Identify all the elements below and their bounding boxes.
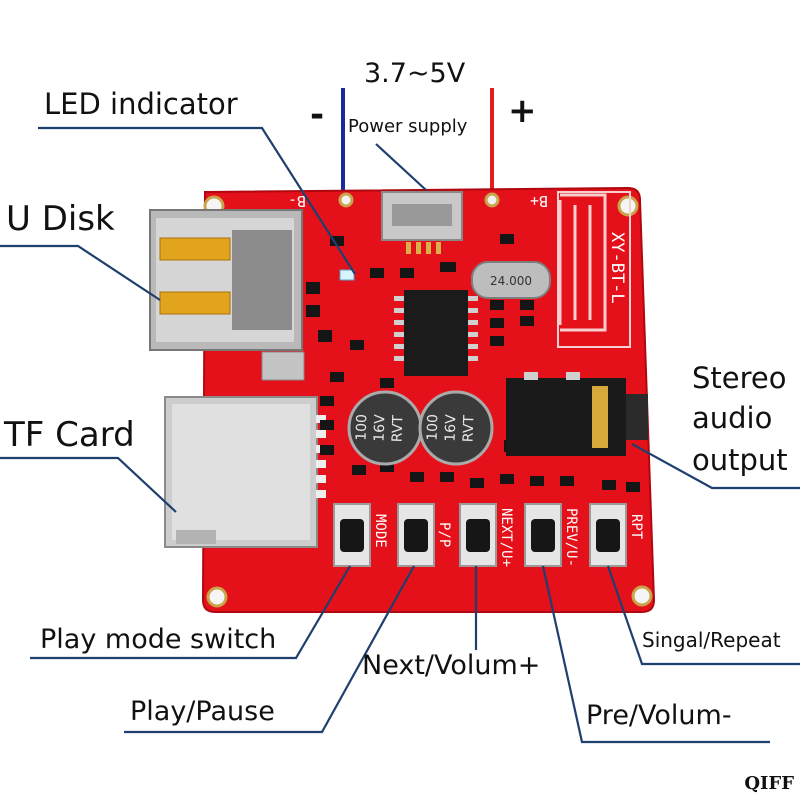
callout-repeat (606, 565, 800, 666)
callout-udisk (0, 244, 161, 301)
cap-left-value: 100 (354, 414, 371, 441)
silk-mode: MODE (372, 514, 388, 548)
button-mode (333, 503, 371, 567)
button-repeat (589, 503, 627, 567)
cap-right-voltage: 16V (443, 414, 460, 442)
callout-mode (30, 565, 351, 660)
main-ic-chip (394, 290, 478, 376)
usb-a-port (149, 209, 305, 381)
plus-sign: + (508, 91, 537, 131)
smd-components (306, 234, 640, 492)
pad-minus-label: B- (288, 192, 306, 210)
model-silkscreen: XY-BT-L (607, 232, 627, 304)
stereo-label-line2: audio (692, 401, 773, 435)
power-supply-label: Power supply (348, 116, 468, 137)
button-prev (524, 503, 562, 567)
play-mode-switch-label: Play mode switch (40, 624, 277, 655)
capacitor-left: 100 16V RVT (347, 390, 423, 466)
stereo-label-line3: output (692, 443, 788, 477)
cap-left-series: RVT (390, 414, 407, 442)
cap-right-series: RVT (461, 414, 478, 442)
silk-repeat: RPT (628, 514, 644, 540)
callout-tfcard (0, 456, 177, 513)
callout-led (38, 126, 356, 275)
micro-usb-port (381, 191, 463, 254)
callout-stereo (631, 443, 800, 490)
cap-left-voltage: 16V (372, 414, 389, 442)
tf-card-label: TF Card (4, 415, 135, 455)
pad-plus (484, 192, 500, 208)
silk-prev: PREV/U- (563, 508, 579, 567)
cap-right-value: 100 (425, 414, 442, 441)
callout-power (375, 143, 427, 191)
callout-play-pause (124, 565, 415, 734)
voltage-label: 3.7~5V (364, 58, 466, 89)
minus-sign: - (310, 95, 325, 135)
led (339, 269, 355, 281)
next-volum-label: Next/Volum+ (362, 650, 541, 681)
singal-repeat-label: Singal/Repeat (642, 628, 781, 652)
watermark: QIFF (744, 773, 794, 794)
pad-plus-label: B+ (530, 192, 548, 210)
antenna-trace (557, 191, 631, 348)
led-indicator-label: LED indicator (44, 87, 238, 121)
tf-card-slot (164, 396, 326, 548)
u-disk-label: U Disk (6, 199, 115, 239)
play-pause-label: Play/Pause (130, 696, 275, 727)
callout-prev (541, 565, 770, 744)
crystal-label: 24.000 (490, 274, 532, 288)
pre-volum-label: Pre/Volum- (586, 700, 732, 731)
audio-jack (506, 372, 648, 456)
mounting-holes (203, 195, 653, 608)
silk-play-pause: P/P (436, 522, 452, 547)
crystal-oscillator: 24.000 (471, 261, 551, 299)
button-play-pause (397, 503, 435, 567)
button-next (459, 503, 497, 567)
silk-next: NEXT/U+ (498, 508, 514, 567)
stereo-label-line1: Stereo (692, 361, 787, 395)
pad-minus (338, 192, 354, 208)
capacitor-right: 100 16V RVT (418, 390, 494, 466)
